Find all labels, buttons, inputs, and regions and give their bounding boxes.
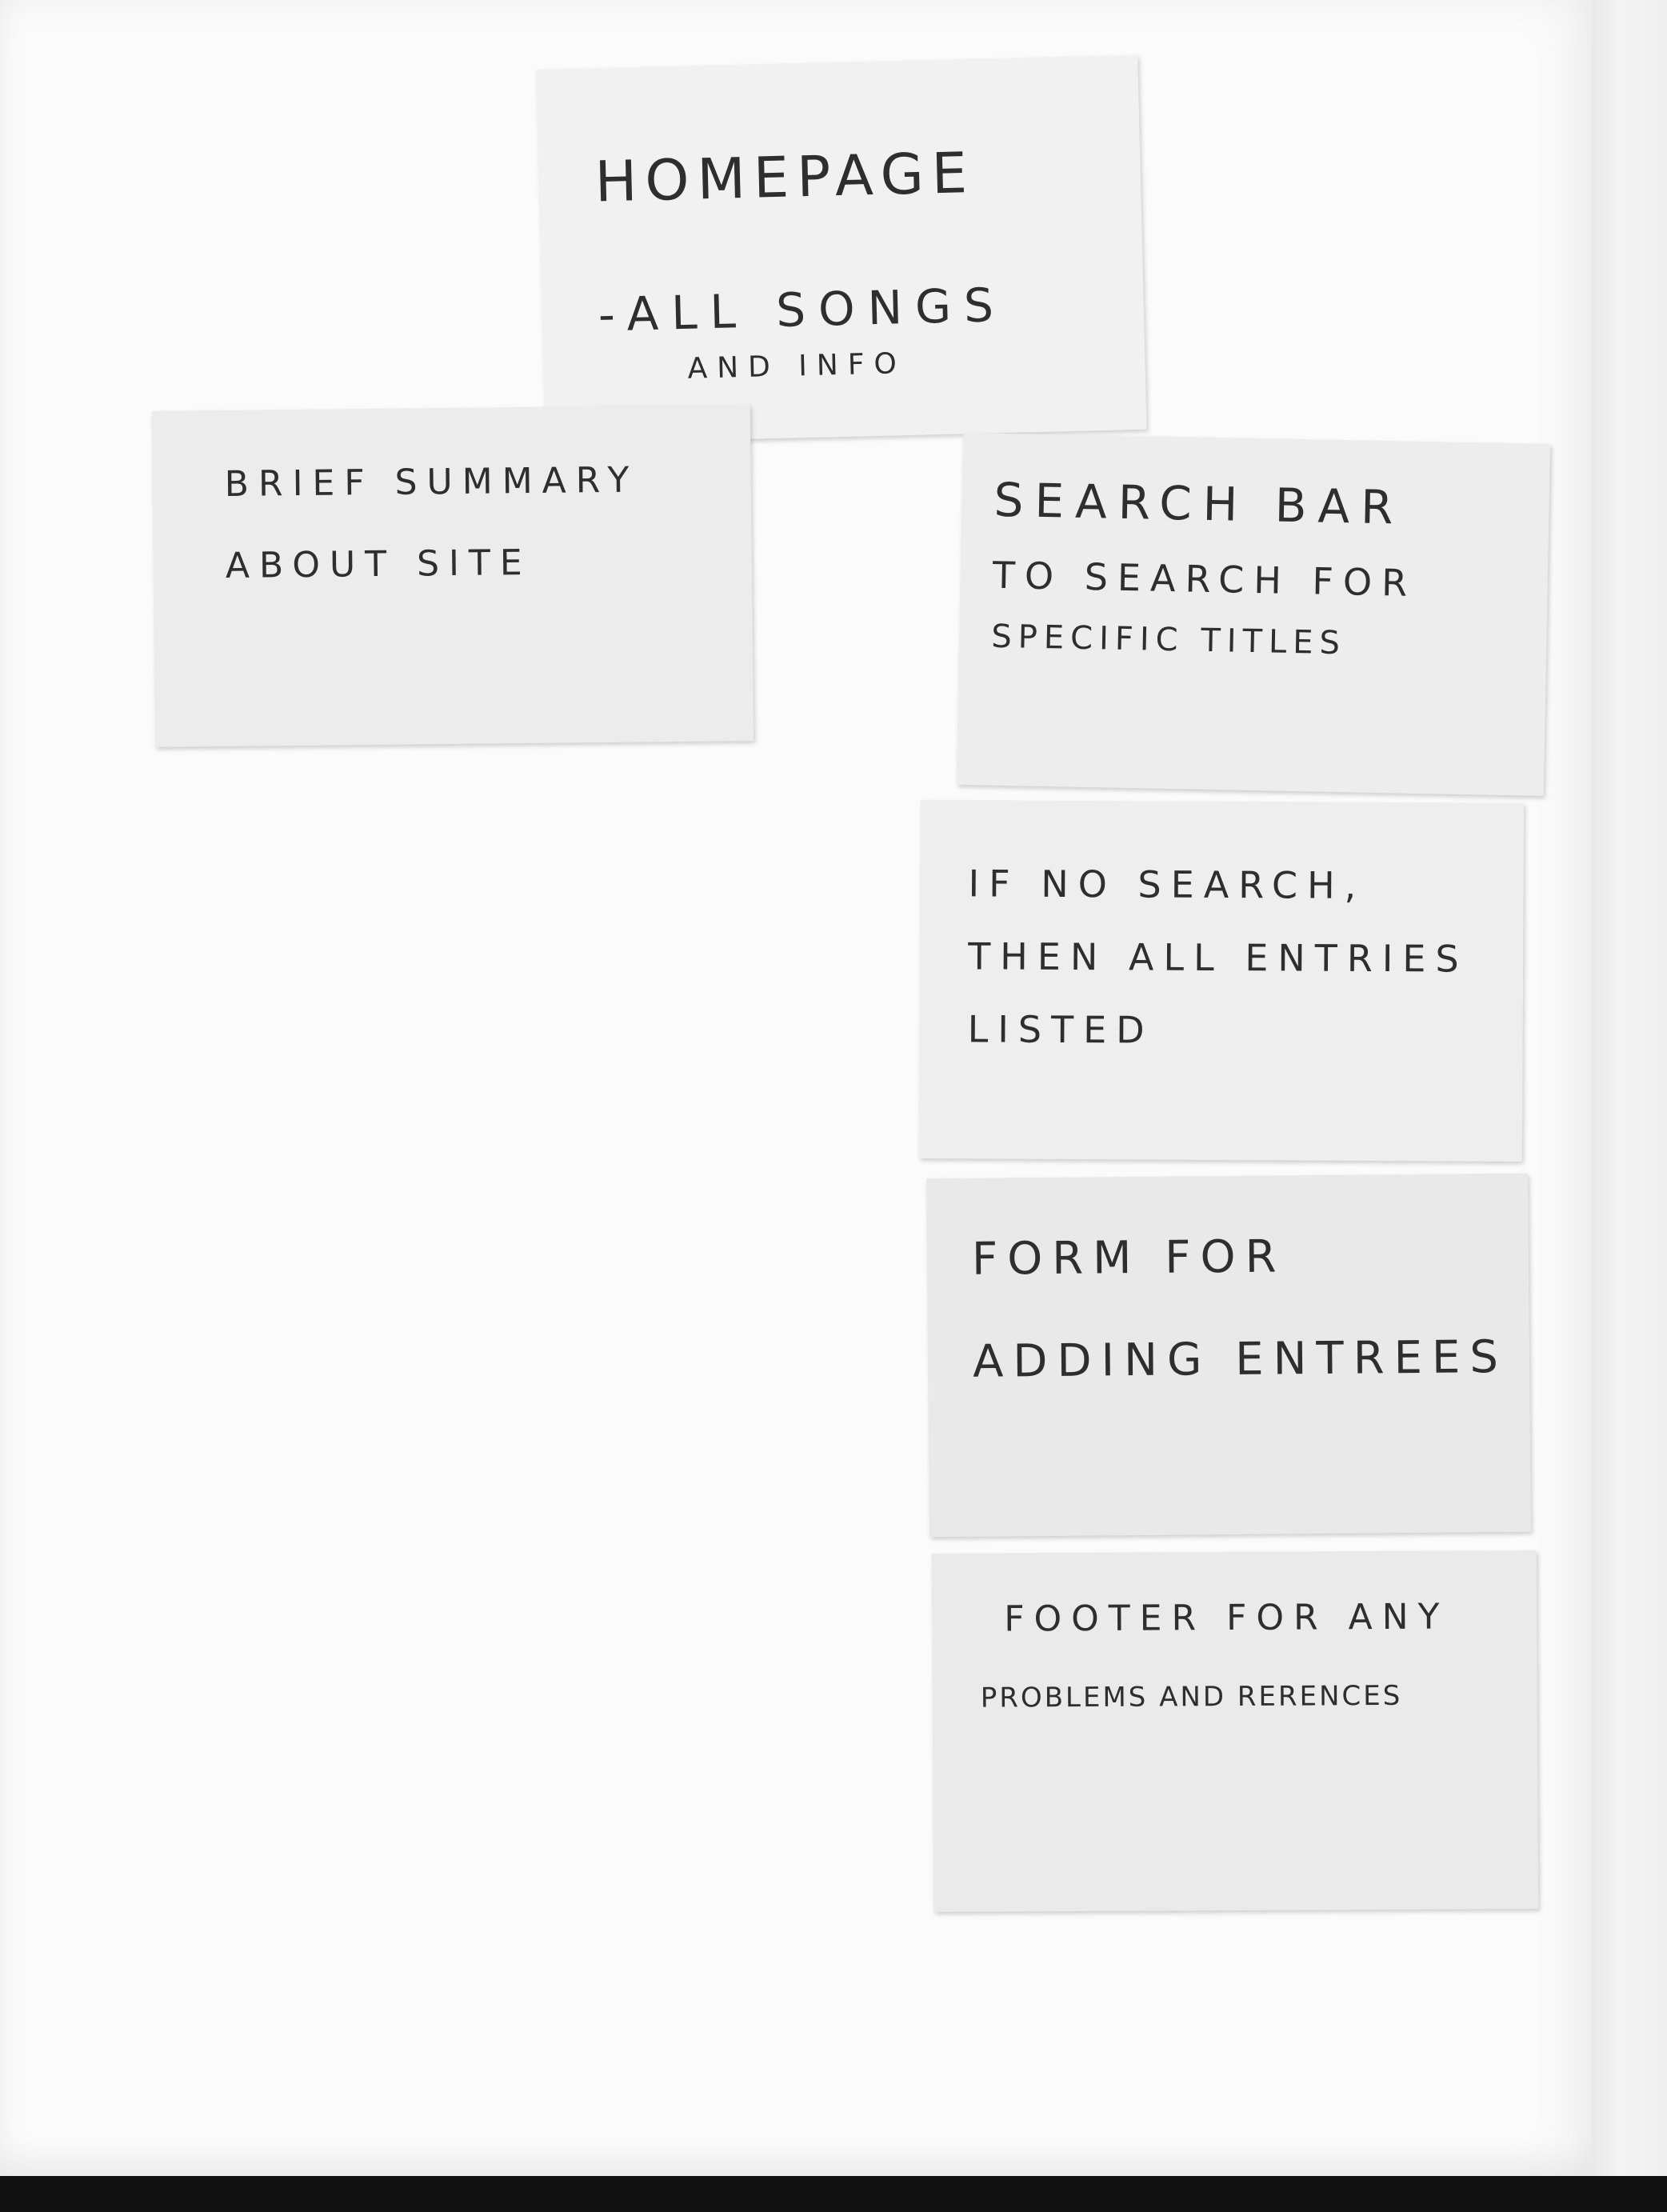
note-text: specific titles	[990, 618, 1347, 662]
note-text: problems and rerences	[980, 1679, 1403, 1714]
note-text: -All songs	[598, 278, 1007, 342]
paper-stack-edge	[1592, 0, 1667, 2212]
note-text: Brief summary	[224, 459, 639, 505]
note-text: then all entries	[968, 934, 1469, 981]
sticky-note-search-bar: Search bar to search for specific titles	[956, 432, 1551, 797]
note-text: about site	[225, 542, 532, 586]
note-text: Homepage	[594, 139, 976, 215]
sticky-note-footer: Footer for any problems and rerences	[931, 1550, 1539, 1912]
sticky-note-homepage: Homepage -All songs and info	[536, 54, 1147, 445]
sticky-note-no-search: If no search, then all entries listed	[918, 800, 1525, 1162]
note-text: Form for	[971, 1230, 1286, 1286]
sticky-note-form: Form for adding entrees	[926, 1173, 1531, 1538]
note-text: Footer for any	[1004, 1596, 1449, 1640]
note-text: and info	[687, 347, 907, 386]
note-text: listed	[967, 1007, 1154, 1052]
sticky-note-summary: Brief summary about site	[151, 405, 754, 747]
background-surface	[0, 2176, 1667, 2212]
note-text: to search for	[992, 553, 1417, 605]
note-text: If no search,	[968, 862, 1366, 907]
note-text: Search bar	[993, 472, 1405, 535]
note-text: adding entrees	[972, 1330, 1509, 1388]
